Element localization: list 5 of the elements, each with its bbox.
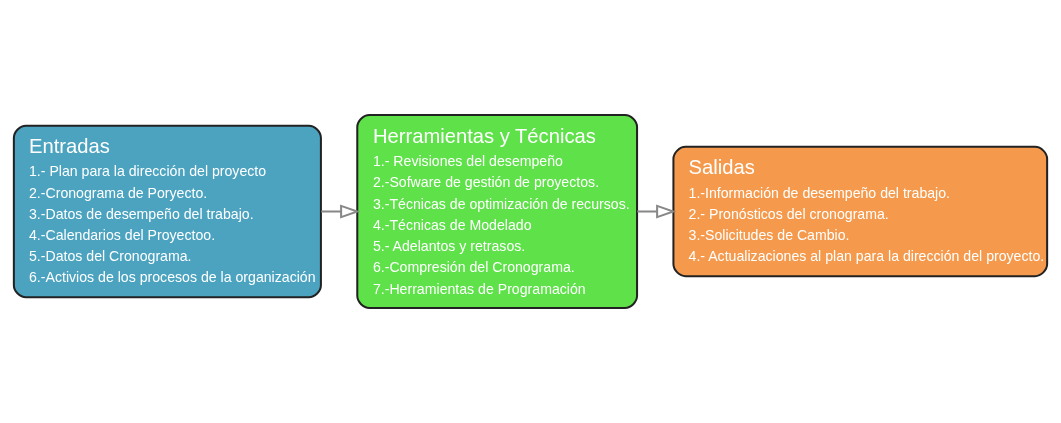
arrow: [321, 204, 361, 219]
node-box: Entradas 1.- Plan para la dirección del proyecto 2.-Cronograma de Poryecto. 3.-Datos de desempeño del trabajo. 4.-Calendarios del Proyectoo. 5.-Datos del Cronograma. 6.-Activios de los procesos de la organización: [12, 124, 322, 299]
node-box: Herramientas y Técnicas 1.- Revisiones del desempeño 2.-Sofware de gestión de proyectos. 3.-Técnicas de optimización de recursos. 4.-Técnicas de Modelado 5.- Adelantos y retrasos. 6.-Compresión del Cronograma. 7.-Herramientas de Programación: [356, 114, 639, 309]
arrow: [637, 204, 677, 219]
node-box: Salidas 1.-Información de desempeño del trabajo. 2.- Pronósticos del cronograma. 3.-Solicitudes de Cambio. 4.- Actualizaciones al plan para la dirección del proyecto.: [672, 145, 1049, 278]
